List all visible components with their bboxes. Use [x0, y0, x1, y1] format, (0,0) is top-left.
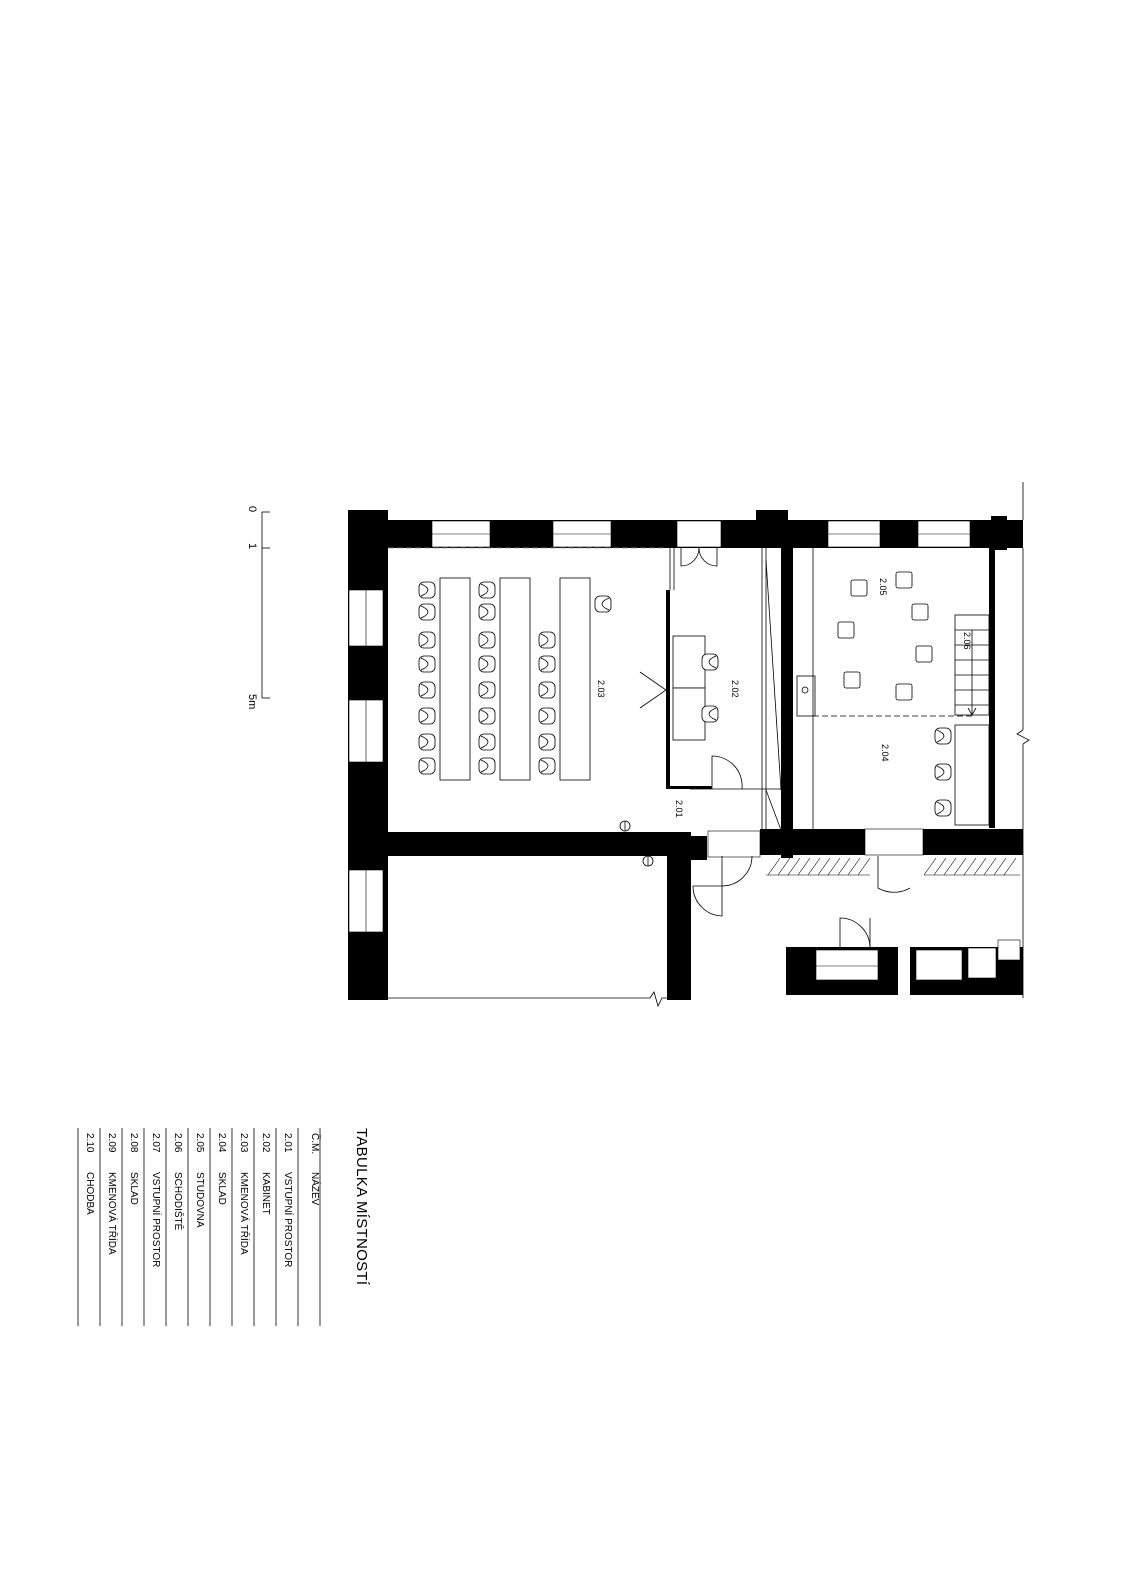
room-table-name: VSTUPNÍ PROSTOR — [282, 1172, 293, 1268]
room-table-name: STUDOVNA — [194, 1172, 205, 1228]
room-table-name: KMENOVÁ TŘÍDA — [238, 1172, 249, 1255]
chair — [418, 631, 436, 649]
chair — [701, 705, 719, 723]
chair — [538, 655, 556, 673]
scale-tick-0: 0 — [246, 506, 258, 513]
room-table-grid — [77, 1128, 321, 1326]
chair — [478, 655, 496, 673]
room-table-number: 2.01 — [282, 1133, 293, 1153]
chair — [418, 733, 436, 751]
room-table-number: 2.03 — [238, 1133, 249, 1153]
header-number: Č.M. — [309, 1133, 320, 1155]
windows — [348, 520, 1021, 981]
scale-tick-1: 1 — [246, 543, 258, 550]
chair — [538, 733, 556, 751]
room-label-2-01: 2.01 — [674, 800, 684, 818]
room-table-number: 2.06 — [172, 1133, 183, 1153]
chair — [478, 631, 496, 649]
chair — [478, 581, 496, 599]
room-table-number: 2.07 — [150, 1133, 161, 1153]
room-table-title: TABULKA MÍSTNOSTÍ — [353, 1128, 370, 1286]
room-table-name: KABINET — [260, 1172, 271, 1215]
chair — [418, 757, 436, 775]
chair — [538, 631, 556, 649]
scale-bar — [261, 511, 270, 699]
room-table-number: 2.04 — [216, 1133, 227, 1153]
chair — [418, 581, 436, 599]
chair — [538, 707, 556, 725]
chair — [478, 707, 496, 725]
room-table-name: VSTUPNÍ PROSTOR — [150, 1172, 161, 1268]
room-table-number: 2.10 — [84, 1133, 95, 1153]
room-label-2-03: 2.03 — [596, 680, 606, 698]
room-table-number: 2.08 — [128, 1133, 139, 1153]
room-table-name: SCHODIŠTĚ — [172, 1172, 183, 1231]
chair — [934, 763, 952, 781]
interior-lines — [385, 482, 1030, 1008]
chair — [418, 603, 436, 621]
chair — [538, 757, 556, 775]
chair — [478, 733, 496, 751]
classroom-tables — [439, 577, 706, 781]
room-table-number: 2.09 — [106, 1133, 117, 1153]
chair — [934, 727, 952, 745]
room-table-name: SKLAD — [128, 1172, 139, 1205]
room-label-2-04: 2.04 — [880, 744, 890, 762]
chair — [934, 799, 952, 817]
chair — [418, 707, 436, 725]
chairs — [418, 581, 952, 817]
room-label-2-06: 2.06 — [962, 632, 972, 650]
chair — [478, 603, 496, 621]
chair — [538, 681, 556, 699]
room-table-name: KMENOVÁ TŘÍDA — [106, 1172, 117, 1255]
room-label-2-02: 2.02 — [730, 680, 740, 698]
chair — [701, 653, 719, 671]
room-table-number: 2.02 — [260, 1133, 271, 1153]
room-table-name: SKLAD — [216, 1172, 227, 1205]
header-name: NÁZEV — [309, 1172, 320, 1206]
chair — [594, 595, 612, 613]
room-label-2-05: 2.05 — [878, 578, 888, 596]
scale-tick-5m: 5m — [246, 694, 258, 710]
chair — [418, 681, 436, 699]
study-tables — [837, 571, 933, 701]
chair — [418, 655, 436, 673]
chair — [478, 757, 496, 775]
room-table-number: 2.05 — [194, 1133, 205, 1153]
chair — [478, 681, 496, 699]
room-table-name: CHODBA — [84, 1172, 95, 1215]
